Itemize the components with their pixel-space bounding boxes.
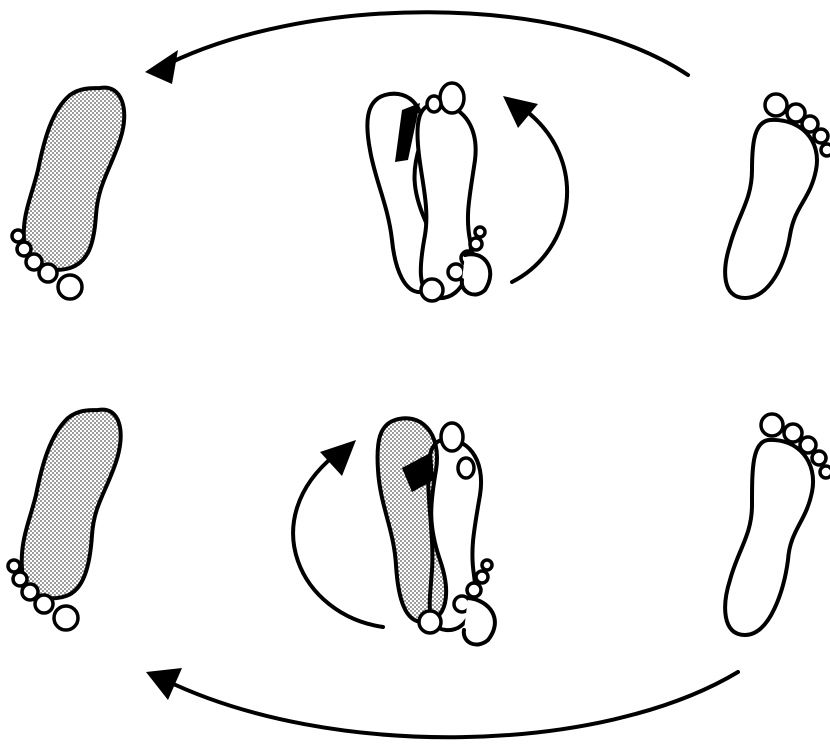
bottom-arc-arrow xyxy=(165,672,738,737)
overlapping-footprints-pivot-bottom xyxy=(378,418,495,644)
bottom-pivot-arrow xyxy=(293,455,383,627)
overlapping-footprints-pivot-top xyxy=(367,83,490,301)
outline-right-footprint-top xyxy=(725,94,830,298)
top-pivot-arrow xyxy=(512,110,567,282)
outline-right-footprint-bottom xyxy=(725,414,830,635)
shaded-left-footprint-top xyxy=(12,88,124,299)
top-arc-arrowhead xyxy=(145,50,178,84)
top-arc-arrow xyxy=(160,12,688,75)
bottom-pivot-arrowhead xyxy=(320,440,356,476)
top-pivot-arrowhead xyxy=(503,96,538,128)
shaded-left-footprint-bottom xyxy=(8,410,121,630)
